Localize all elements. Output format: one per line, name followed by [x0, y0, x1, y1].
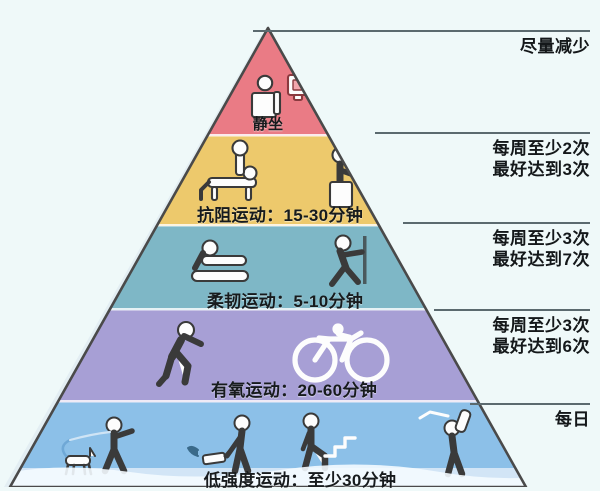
annotation-label-flexibility-line-1: 每周至少3次: [492, 229, 590, 248]
annotation-label-low-intensity: 每日: [390, 409, 590, 430]
dog-walking-icon: [61, 416, 135, 476]
tier-divider-2: [10, 224, 526, 227]
running-icon: [156, 320, 204, 387]
tier-caption-resistance: 抗阻运动：15-30分钟: [196, 206, 364, 225]
tier-divider-1: [10, 134, 526, 137]
tier-caption-flexibility: 柔韧运动：5-10分钟: [206, 292, 364, 311]
tier-divider-3: [10, 308, 526, 311]
annotation-label-resistance-line-1: 每周至少2次: [492, 139, 590, 158]
annotation-label-resistance: 每周至少2次 最好达到3次: [390, 138, 590, 180]
annotation-label-sedentary-line-1: 尽量减少: [520, 37, 590, 56]
tier-divider-4: [10, 400, 526, 403]
pyramid-outline: [8, 26, 528, 487]
annotation-line-aerobic: [434, 309, 590, 311]
annotation-line-sedentary: [253, 30, 590, 32]
annotation-label-aerobic-line-1: 每周至少3次: [492, 316, 590, 335]
annotation-label-aerobic: 每周至少3次 最好达到6次: [390, 315, 590, 357]
bench-press-icon: [199, 139, 258, 202]
golf-swing-icon: [418, 409, 472, 478]
stair-climbing-icon: [300, 412, 357, 472]
tier-caption-sedentary: 静坐: [252, 116, 284, 133]
person-sitting-icon: [250, 74, 282, 119]
annotation-line-resistance: [375, 132, 590, 134]
annotation-line-low-intensity: [470, 403, 590, 405]
wall-push-stretch-icon: [329, 234, 367, 287]
annotation-line-flexibility: [403, 222, 590, 224]
tier-caption-low-intensity: 低强度运动：至少30分钟: [203, 471, 397, 490]
lawn-mowing-icon: [187, 414, 252, 475]
tier-caption-aerobic: 有氧运动：20-60分钟: [210, 381, 378, 400]
cycling-icon: [292, 323, 390, 383]
annotation-label-flexibility: 每周至少3次 最好达到7次: [390, 228, 590, 270]
annotation-label-flexibility-line-2: 最好达到7次: [492, 250, 590, 269]
annotation-label-resistance-line-2: 最好达到3次: [492, 160, 590, 179]
seated-stretch-icon: [190, 239, 250, 283]
annotation-label-sedentary: 尽量减少: [390, 36, 590, 57]
annotation-label-low-intensity-line-1: 每日: [555, 410, 590, 429]
ground-highlight: [10, 464, 526, 487]
annotation-label-aerobic-line-2: 最好达到6次: [492, 337, 590, 356]
